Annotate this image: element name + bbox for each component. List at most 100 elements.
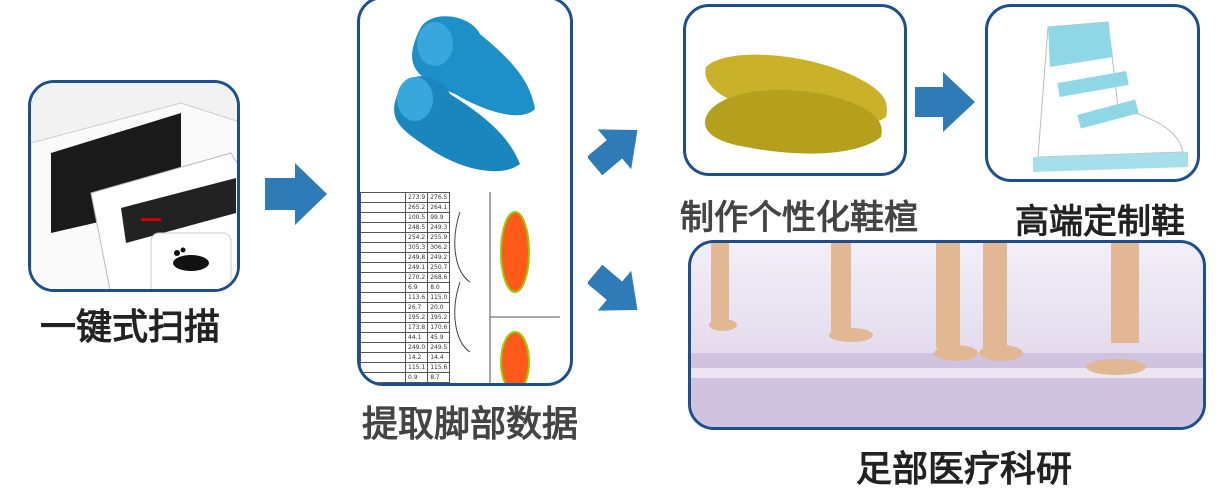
right-value: 306.2	[427, 242, 451, 253]
left-value: 113.6	[404, 292, 429, 303]
shoe-last-image	[705, 54, 887, 154]
pressure-map-image	[454, 192, 561, 383]
right-value: 264.1	[427, 202, 451, 213]
right-value: 20.0	[427, 302, 451, 313]
right-value: 249.3	[427, 222, 451, 233]
right-value: 99.9	[427, 212, 451, 223]
research-label: 足部医疗科研	[856, 449, 1073, 490]
right-value: 8.0	[427, 282, 451, 293]
right-value: 249.2	[427, 252, 451, 263]
left-value: 265.2	[404, 202, 429, 213]
left-value: 115.1	[404, 362, 429, 373]
feet-on-floor-image	[691, 243, 1203, 427]
right-value: 170.6	[427, 322, 451, 333]
row-label	[360, 302, 406, 313]
left-value: 254.2	[404, 232, 429, 243]
right-value: 49.5	[427, 382, 451, 383]
custom-shoe-panel	[985, 4, 1200, 182]
custom-shoe-image	[1033, 21, 1188, 172]
row-label	[360, 342, 406, 353]
left-value: 0.9	[404, 372, 429, 383]
left-value: 173.8	[404, 322, 429, 333]
row-label	[360, 382, 406, 383]
table-row: 47.049.5	[360, 382, 451, 383]
arrow-down-right-icon	[588, 264, 638, 311]
left-value: 6.9	[404, 282, 429, 293]
left-value: 270.2	[404, 272, 429, 283]
left-value: 273.9	[404, 192, 429, 203]
row-label	[360, 232, 406, 243]
extract-label: 提取脚部数据	[362, 404, 579, 445]
row-label	[360, 202, 406, 213]
right-value: 276.5	[427, 192, 451, 203]
row-label	[360, 352, 406, 363]
left-value: 47.0	[404, 382, 429, 383]
row-label	[360, 332, 406, 343]
scanner-panel	[28, 80, 240, 292]
row-label	[360, 312, 406, 323]
shoe-label: 高端定制鞋	[1015, 202, 1185, 242]
arrow-up-right-icon	[588, 129, 638, 176]
row-label	[360, 322, 406, 333]
right-value: 268.6	[427, 272, 451, 283]
left-value: 305.3	[404, 242, 429, 253]
row-label	[360, 362, 406, 373]
row-label	[360, 252, 406, 263]
arrow-right-icon	[915, 72, 975, 132]
foot-scanner-image	[31, 83, 237, 289]
shoe-last-panel	[683, 4, 907, 176]
left-value: 14.2	[404, 352, 429, 363]
left-value: 44.1	[404, 332, 429, 343]
row-label	[360, 272, 406, 283]
right-value: 255.9	[427, 232, 451, 243]
right-value: 249.5	[427, 342, 451, 353]
scan-label: 一键式扫描	[40, 307, 221, 348]
right-value: 14.4	[427, 352, 451, 363]
left-value: 249.8	[404, 252, 429, 263]
right-value: 8.7	[427, 372, 451, 383]
left-value: 26.7	[404, 302, 429, 313]
last-label: 制作个性化鞋楦	[680, 198, 918, 238]
row-label	[360, 282, 406, 293]
right-value: 195.2	[427, 312, 451, 323]
left-value: 100.5	[404, 212, 429, 223]
right-value: 250.7	[427, 262, 451, 273]
row-label	[360, 212, 406, 223]
medical-research-panel	[688, 240, 1206, 430]
left-value: 249.1	[404, 262, 429, 273]
right-value: 115.0	[427, 292, 451, 303]
right-value: 45.9	[427, 332, 451, 343]
left-value: 249.0	[404, 342, 429, 353]
arrow-right-icon	[265, 163, 327, 225]
row-label	[360, 242, 406, 253]
row-label	[360, 262, 406, 273]
3d-feet-model-image	[394, 16, 535, 172]
left-value: 248.5	[404, 222, 429, 233]
row-label	[360, 222, 406, 233]
row-label	[360, 192, 406, 203]
right-value: 115.6	[427, 362, 451, 373]
row-label	[360, 292, 406, 303]
row-label	[360, 372, 406, 383]
